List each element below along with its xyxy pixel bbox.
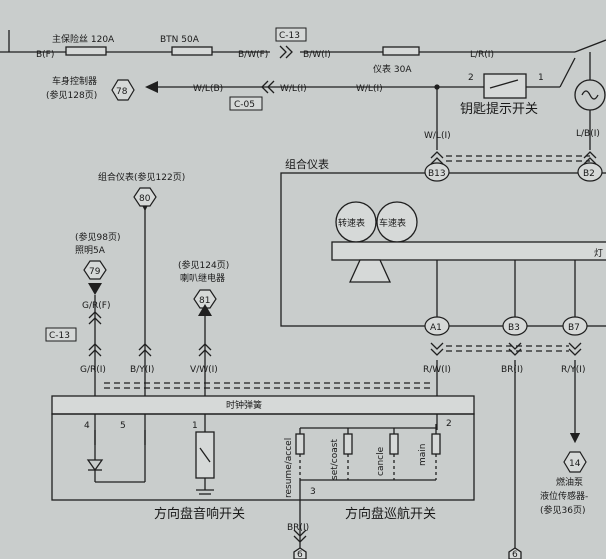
resume-label: resume/accel — [284, 438, 294, 498]
tach-label: 转速表 — [338, 217, 365, 229]
pin-b13 — [424, 162, 450, 182]
light-num: 79 — [89, 267, 101, 277]
clock-spring-label: 时钟弹簧 — [226, 399, 262, 411]
fuse-btn-symbol — [171, 46, 213, 56]
cancel-label: cancle — [376, 446, 386, 476]
pin2: 2 — [446, 419, 452, 429]
pin-b13-label: B13 — [428, 169, 446, 179]
ref-badge-78 — [111, 79, 135, 101]
body-ctrl-ref: (参见128页) — [46, 89, 97, 101]
wire-byi: B/Y(I) — [130, 365, 154, 375]
wire-wli-a: W/L(I) — [280, 84, 307, 94]
horn-ref1: (参见124页) — [178, 259, 229, 271]
cluster-ref-title: 组合仪表(参见122页) — [98, 171, 185, 183]
pin4: 4 — [84, 421, 90, 431]
wire-ryi: R/Y(I) — [561, 365, 585, 375]
backlight-lamp-symbol — [348, 259, 392, 283]
fuse-main-symbol — [65, 46, 107, 56]
cluster-ref-num: 80 — [139, 194, 151, 204]
fuse-meter-symbol — [382, 46, 420, 56]
speedo-label: 车速表 — [379, 217, 406, 229]
wire-bri-steer: BR(I) — [287, 523, 309, 533]
pin5: 5 — [120, 421, 126, 431]
tag-c05 — [229, 96, 263, 111]
wire-bf: B(F) — [36, 50, 54, 60]
wire-vwi: V/W(I) — [190, 365, 218, 375]
steering-switch-box — [51, 413, 475, 501]
horn-switch-label: 方向盘音响开关 — [154, 506, 245, 522]
horn-ref2: 喇叭继电器 — [180, 272, 225, 284]
horn-num: 81 — [199, 296, 210, 306]
arrow-light — [88, 283, 102, 295]
lamp-label: 灯 — [594, 248, 603, 259]
fuse-main-label: 主保险丝 120A — [52, 33, 115, 45]
ground-num-left: 6 — [297, 550, 303, 559]
backlight-bar — [331, 241, 606, 261]
c13-top-label: C-13 — [279, 31, 300, 41]
light-ref1: (参见98页) — [75, 231, 120, 243]
body-ctrl-title: 车身控制器 — [52, 75, 97, 87]
wire-wli-b: W/L(I) — [356, 84, 383, 94]
fuel-title: 燃油泵 — [556, 476, 583, 488]
wire-bri-cluster: BR(I) — [501, 365, 523, 375]
connector-c05 — [261, 80, 275, 94]
connector-b3-chevron — [508, 342, 522, 356]
key-switch-body — [483, 73, 527, 99]
tag-c13-top — [275, 27, 307, 42]
fuse-btn-label: BTN 50A — [160, 35, 200, 45]
pin-a1-label: A1 — [430, 323, 442, 333]
clock-spring-band — [51, 395, 475, 415]
arrow-to-body-ctrl — [145, 81, 158, 93]
pin-b3 — [502, 316, 528, 336]
ref-badge-79 — [83, 260, 107, 280]
wire-wlb: W/L(B) — [193, 84, 223, 94]
fuel-sub: 液位传感器- — [540, 490, 588, 502]
illumination-led — [86, 459, 104, 472]
pin-b7 — [562, 316, 588, 336]
cluster-title: 组合仪表 — [285, 157, 329, 171]
pin1: 1 — [192, 421, 198, 431]
arrow-horn — [198, 304, 212, 316]
pin-b7-label: B7 — [568, 323, 580, 333]
wire-rwi: R/W(I) — [423, 365, 451, 375]
cruise-switch-label: 方向盘巡航开关 — [345, 506, 436, 522]
fuel-num: 14 — [569, 459, 581, 469]
set-label: set/coast — [330, 439, 340, 480]
body-ctrl-num: 78 — [116, 87, 128, 97]
connector-b7-chevron — [568, 342, 582, 356]
wire-bwi: B/W(I) — [303, 50, 331, 60]
wire-lbi: L/B(I) — [576, 129, 600, 139]
pin3: 3 — [310, 487, 316, 497]
c13-left-label: C-13 — [49, 331, 70, 341]
connector-a1-chevron — [430, 342, 444, 356]
connector-b13-chevron — [430, 151, 444, 165]
ground-num-right: 6 — [512, 550, 518, 559]
fuse-meter-label: 仪表 30A — [373, 63, 412, 75]
key-pin1: 1 — [538, 73, 544, 83]
c05-label: C-05 — [234, 100, 255, 110]
fuel-ref: (参见36页) — [540, 504, 585, 516]
wire-grf: G/R(F) — [82, 301, 110, 311]
main-label: main — [418, 444, 428, 467]
connector-c13-left — [88, 311, 102, 325]
tag-c13-left — [45, 327, 77, 342]
connector-c13-top — [279, 45, 293, 59]
wire-bwf: B/W(F) — [238, 50, 268, 60]
pin-a1 — [424, 316, 450, 336]
pin-b2-label: B2 — [583, 169, 595, 179]
key-pin2: 2 — [468, 73, 474, 83]
wire-lri: L/R(I) — [470, 50, 494, 60]
pin-b2 — [577, 162, 603, 182]
wire-gri: G/R(I) — [80, 365, 106, 375]
ref-badge-14 — [563, 451, 587, 473]
connector-b2-chevron — [583, 151, 597, 165]
ref-badge-80 — [133, 187, 157, 207]
key-switch-label: 钥匙提示开关 — [460, 101, 538, 117]
ref-badge-81 — [193, 289, 217, 309]
pin-b3-label: B3 — [508, 323, 520, 333]
light-ref2: 照明5A — [75, 245, 106, 256]
wire-wli-cluster: W/L(I) — [424, 131, 451, 141]
